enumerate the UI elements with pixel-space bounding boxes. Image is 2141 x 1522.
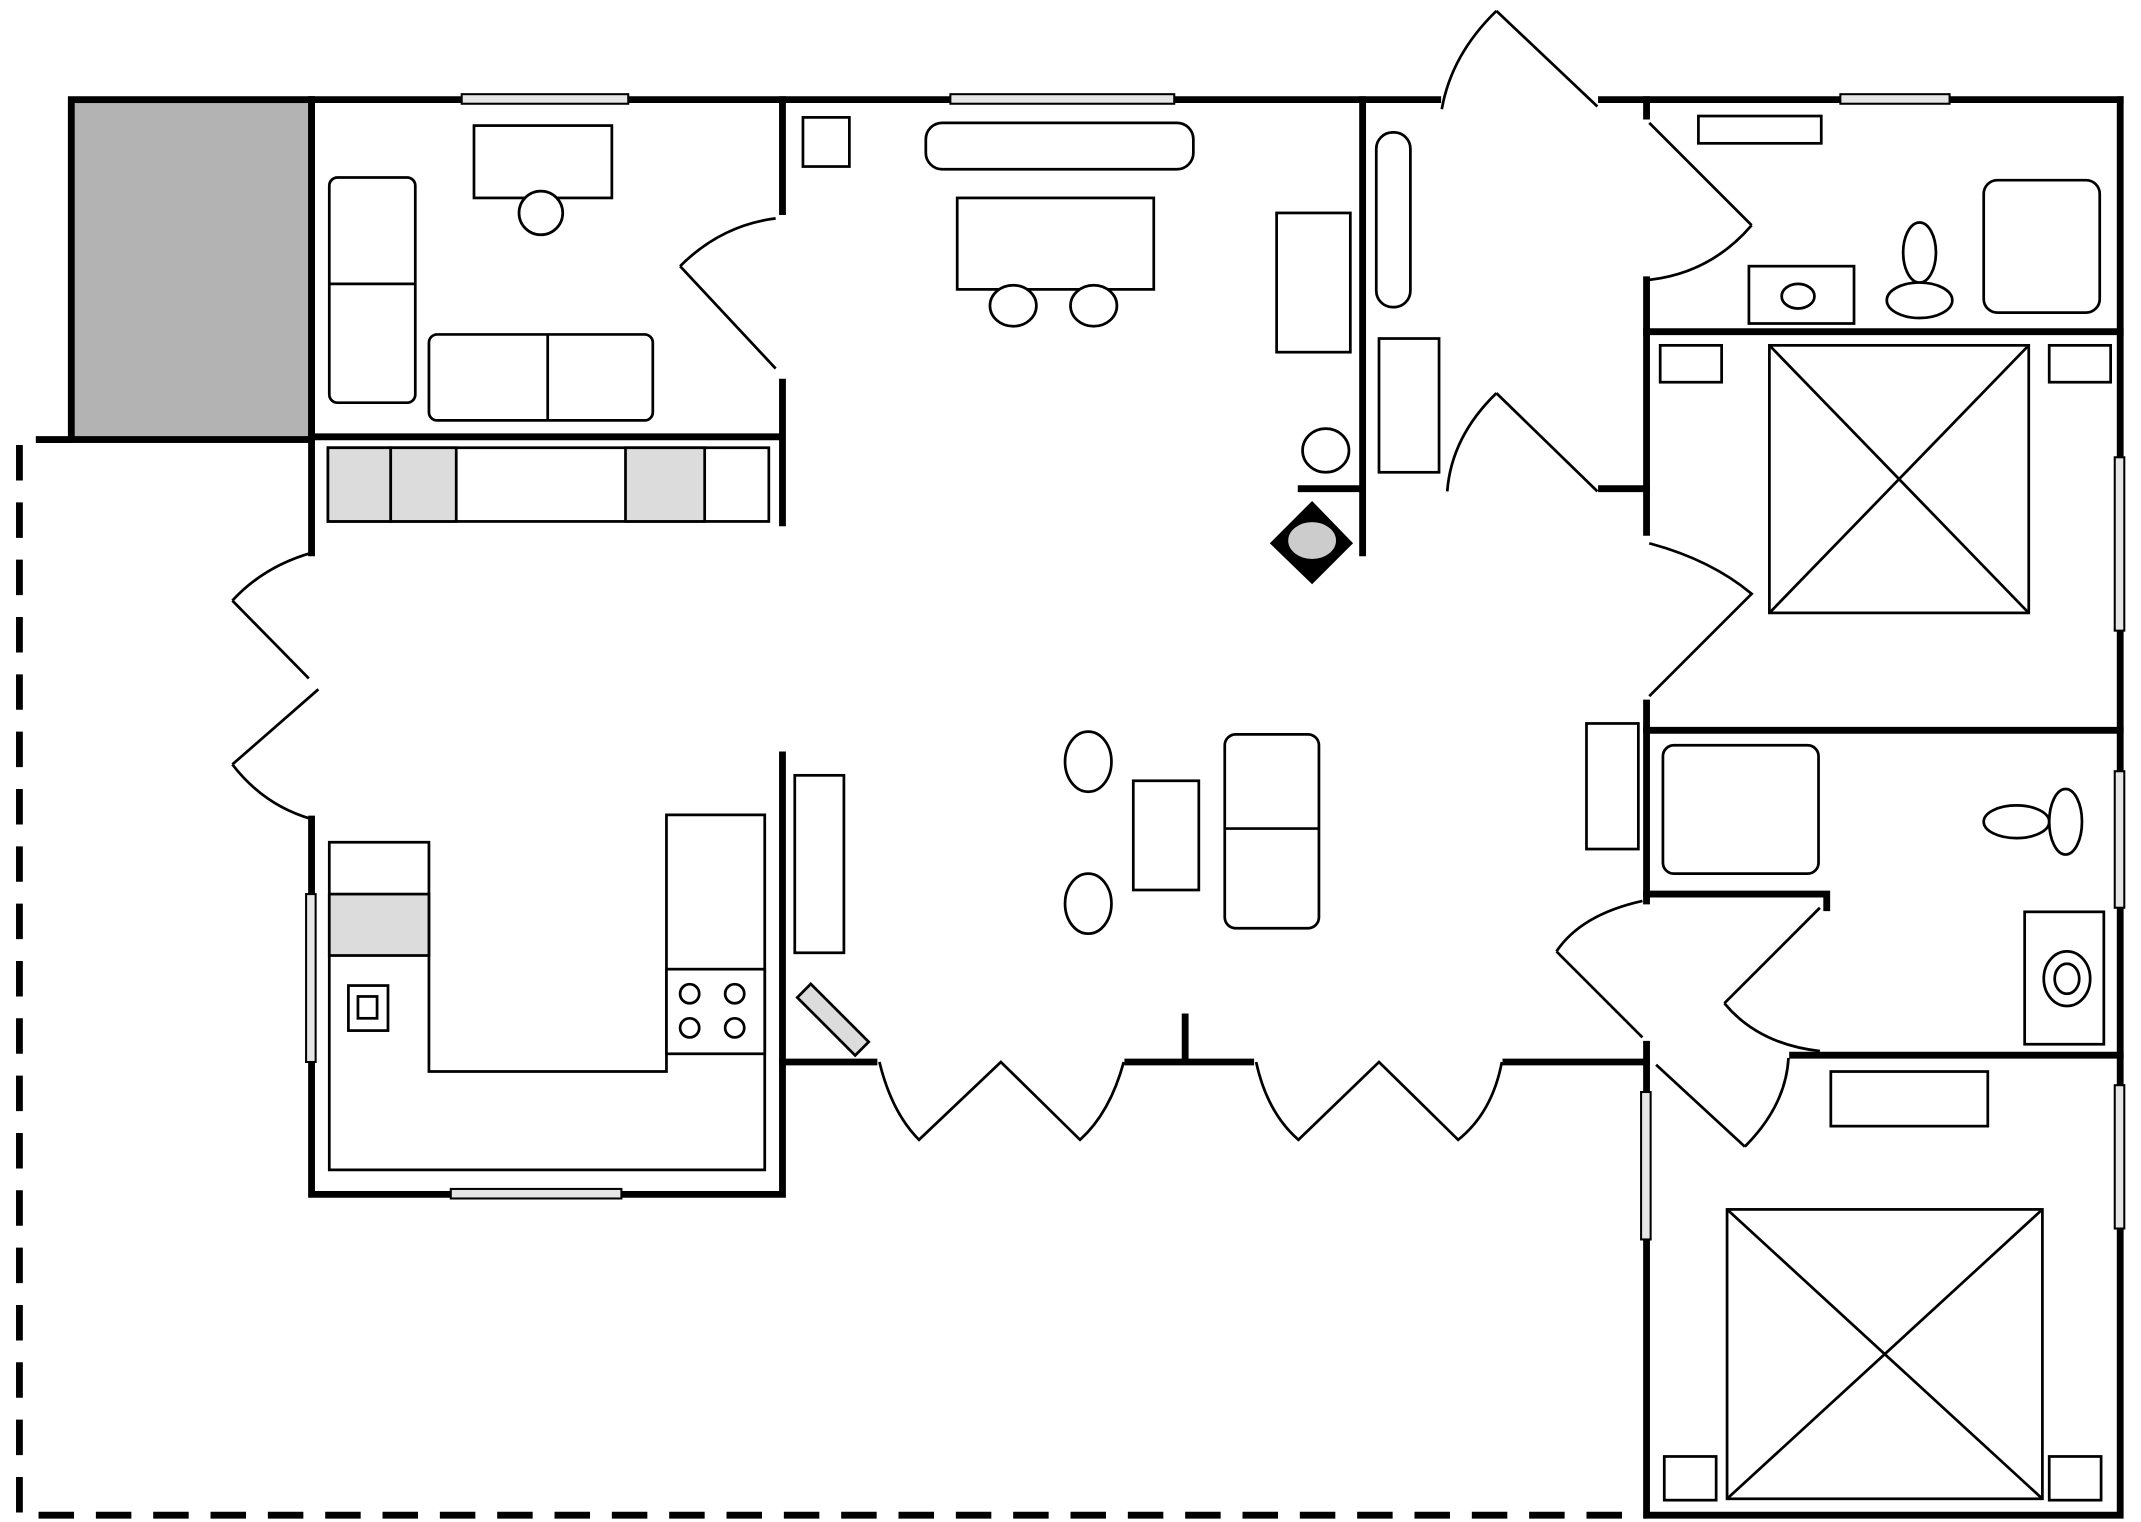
living-furniture [793,116,1640,1058]
bedroom-1 [1658,343,2113,615]
storage-room [67,96,315,443]
kitchen [327,813,767,1172]
outdoor-boundary-dashed [16,436,1647,1519]
bathroom-2 [1661,743,2106,1046]
walls [308,96,2124,1519]
doors [231,9,1821,1148]
bathroom-1 [1697,114,2102,325]
windows [305,93,2126,1241]
closet-cabinets [326,446,771,523]
bedroom-2 [1662,1070,2103,1502]
office-furniture [327,124,655,422]
